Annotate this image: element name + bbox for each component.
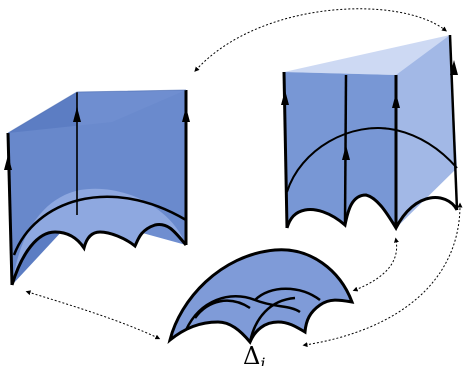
left-prism-edge-arrow-2 (73, 107, 81, 122)
connector-top (194, 8, 447, 72)
right-prism (281, 34, 459, 232)
connectors (25, 8, 463, 348)
delta-shape (167, 248, 355, 345)
left-prism-bottom-surface (12, 188, 186, 285)
right-prism-edge-arrow-3 (450, 60, 458, 75)
connector-right-2 (302, 202, 463, 348)
right-prism-edge-arrow-4 (342, 145, 350, 160)
left-prism-edge-arrow-3 (182, 107, 190, 122)
delta-label-subscript: i (260, 354, 265, 366)
delta-label: Δi (243, 342, 265, 366)
left-prism-curtain (8, 90, 186, 285)
right-prism-edge-arrow-1 (281, 90, 289, 105)
right-prism-edge-arrow-2 (392, 93, 400, 108)
left-prism-edge-arrow-1 (4, 155, 12, 170)
connector-bottom-left (25, 290, 161, 340)
connector-right-1 (352, 237, 399, 292)
right-prism-front-face (284, 72, 396, 228)
right-prism-right-face (396, 35, 457, 228)
left-prism (4, 89, 190, 286)
